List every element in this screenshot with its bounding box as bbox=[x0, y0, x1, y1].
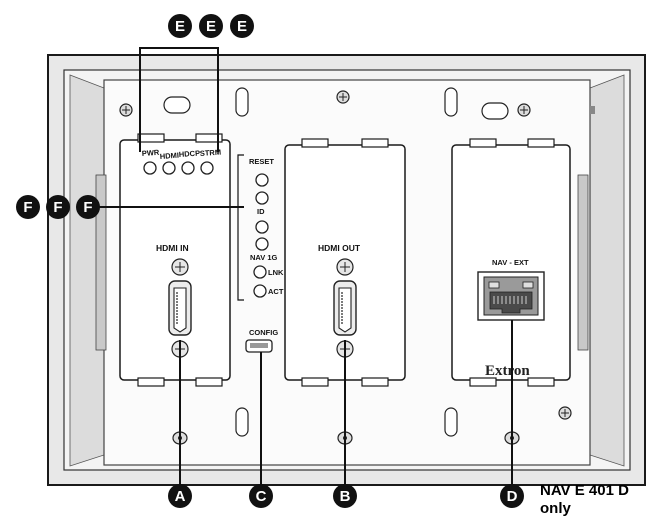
leader-e bbox=[139, 47, 219, 152]
svg-text:C: C bbox=[256, 488, 267, 505]
led-pwr bbox=[143, 161, 157, 175]
led-hdcp bbox=[181, 161, 195, 175]
led-label-hdcp: HDCP bbox=[179, 149, 201, 159]
lnk-label: LNK bbox=[268, 268, 284, 277]
svg-text:F: F bbox=[53, 199, 62, 216]
hdmi-in-module bbox=[119, 133, 231, 387]
callout-f3: F bbox=[76, 195, 100, 219]
model-note-line2: only bbox=[540, 500, 571, 517]
model-note-line1: NAV E 401 D bbox=[540, 482, 629, 499]
led-label-pwr: PWR bbox=[142, 148, 161, 158]
screw-icon bbox=[336, 90, 350, 104]
led-strm bbox=[200, 161, 214, 175]
side-status-strip: RESET ID NAV 1G LNK ACT bbox=[237, 154, 284, 301]
act-led bbox=[253, 284, 267, 298]
led-label-hdmi: HDMI bbox=[160, 151, 180, 161]
mounting-slot bbox=[444, 87, 458, 117]
svg-text:A: A bbox=[175, 488, 186, 505]
hdmi-out-port[interactable] bbox=[333, 258, 357, 358]
lnk-led bbox=[253, 265, 267, 279]
callout-e2: E bbox=[199, 14, 223, 38]
status-led bbox=[255, 237, 269, 251]
mounting-slot bbox=[235, 87, 249, 117]
reset-button[interactable] bbox=[255, 173, 269, 187]
nav1g-label: NAV 1G bbox=[250, 253, 278, 262]
svg-text:E: E bbox=[175, 18, 185, 35]
mounting-slot bbox=[163, 96, 191, 114]
reset-label: RESET bbox=[249, 157, 274, 166]
svg-text:B: B bbox=[340, 488, 351, 505]
hdmi-out-label: HDMI OUT bbox=[318, 243, 361, 253]
callout-f1: F bbox=[16, 195, 40, 219]
status-led bbox=[255, 191, 269, 205]
mounting-slot bbox=[235, 407, 249, 437]
act-label: ACT bbox=[268, 287, 284, 296]
callout-e1: E bbox=[168, 14, 192, 38]
leader-lines bbox=[95, 47, 513, 485]
svg-text:E: E bbox=[237, 18, 247, 35]
callout-e3: E bbox=[230, 14, 254, 38]
hdmi-in-label: HDMI IN bbox=[156, 243, 189, 253]
config-label: CONFIG bbox=[249, 328, 278, 337]
hdmi-in-port[interactable] bbox=[168, 258, 192, 358]
callout-d: D bbox=[500, 484, 524, 508]
config-usb-port[interactable] bbox=[245, 339, 273, 353]
svg-text:F: F bbox=[23, 199, 32, 216]
screw-icon bbox=[119, 103, 133, 117]
id-label: ID bbox=[257, 207, 265, 216]
side-notch bbox=[590, 106, 595, 114]
led-label-strm: STRM bbox=[200, 148, 222, 158]
id-led bbox=[255, 220, 269, 234]
status-led-group: PWR HDMI HDCP STRM bbox=[142, 148, 222, 175]
mounting-slot bbox=[481, 102, 509, 120]
callout-b: B bbox=[333, 484, 357, 508]
svg-text:D: D bbox=[507, 488, 518, 505]
callout-c: C bbox=[249, 484, 273, 508]
svg-text:F: F bbox=[83, 199, 92, 216]
callout-f2: F bbox=[46, 195, 70, 219]
nav-ext-label: NAV - EXT bbox=[492, 258, 529, 267]
callout-a: A bbox=[168, 484, 192, 508]
led-hdmi bbox=[162, 161, 176, 175]
screw-icon bbox=[558, 406, 572, 420]
rj45-port[interactable] bbox=[477, 271, 545, 321]
mounting-hardware bbox=[119, 87, 595, 445]
svg-text:E: E bbox=[206, 18, 216, 35]
screw-icon bbox=[517, 103, 531, 117]
extron-logo: Extron bbox=[485, 363, 530, 379]
mounting-slot bbox=[444, 407, 458, 437]
